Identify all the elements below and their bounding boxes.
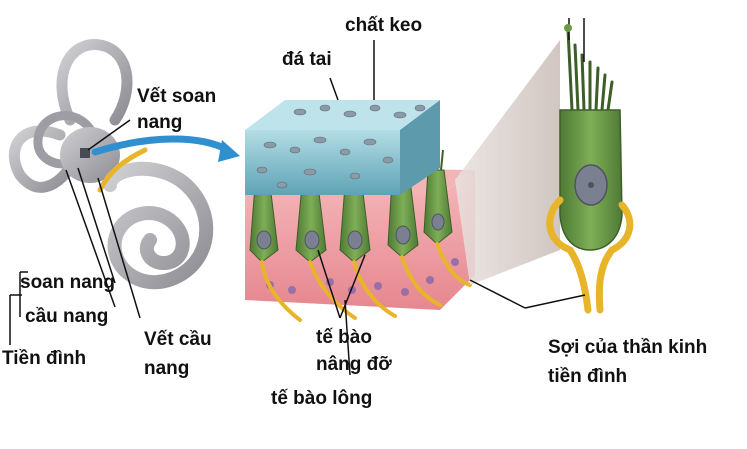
label-vet-soan-nang-line1: Vết soan [137,86,217,107]
cochlea [103,161,214,290]
otolithic-membrane-side [400,100,440,195]
label-soi-than-kinh-line2: tiền đình [548,366,628,387]
semicircular-canal-upper [56,39,133,126]
hair-cell-magnified [546,18,634,314]
zoom-cone [455,40,560,285]
label-cau-nang: cầu nang [25,306,109,327]
leader-lines-left [9,119,141,345]
nerve-calyx-right [595,201,634,314]
label-chat-keo: chất keo [345,15,423,36]
label-te-bao-nang-do-line2: nâng đỡ [316,354,392,375]
label-te-bao-long: tế bào lông [271,388,373,409]
label-te-bao-nang-do-line1: tế bào [316,327,372,348]
otolithic-membrane-front [245,130,400,195]
semicircular-canal-lateral [33,111,100,169]
label-vet-soan-nang-line2: nang [137,112,183,133]
utricle-macula-marker [80,148,90,158]
macula-block [245,100,475,322]
leader-lines-center [317,40,586,376]
zoom-arrow-head [218,140,240,162]
nerve-calyx-left [546,196,592,314]
otolithic-membrane-top [245,100,440,130]
label-vet-cau-nang-line1: Vết cầu [144,329,212,350]
label-soi-than-kinh-line1: Sợi của thần kinh [548,337,708,358]
nerve-fibers [260,242,472,322]
zoom-arrow [91,135,232,156]
label-da-tai: đá tai [282,49,332,70]
otoliths [256,104,426,189]
hair-cell [249,161,279,263]
label-soan-nang: soan nang [20,272,116,293]
label-vet-cau-nang-line2: nang [144,358,190,379]
vestibular-nerve-small [97,147,148,193]
labyrinth-illustration [8,39,214,290]
label-tien-dinh: Tiền đình [2,348,87,369]
semicircular-canal-posterior [8,125,78,193]
